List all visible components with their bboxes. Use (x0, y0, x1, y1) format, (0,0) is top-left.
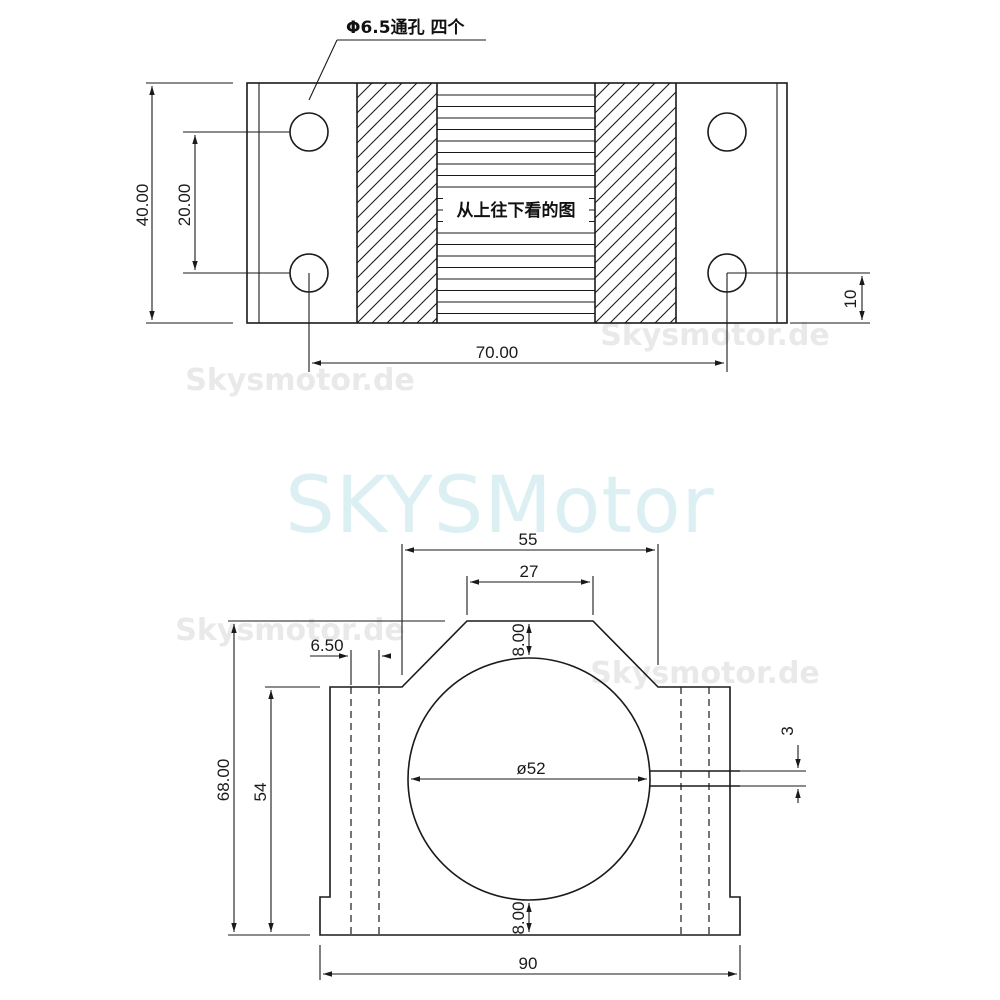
center-label: 从上往下看的图 (457, 200, 576, 221)
hatch-line (386, 272, 437, 323)
mount-hole-top-right (707, 112, 747, 152)
dim-10-label: 10 (841, 290, 860, 309)
hatch-line (595, 181, 676, 264)
hatch-line (595, 151, 676, 234)
dim-68-label: 68.00 (214, 759, 233, 802)
hatch-line (357, 92, 437, 174)
hatch-line (654, 301, 676, 323)
hatch-line (357, 83, 418, 144)
center-label-bg (443, 192, 589, 226)
hatch-line (357, 152, 437, 234)
hatch-line (595, 226, 676, 309)
watermark-layer: SKYSMotor Skysmotor.de Skysmotor.de Skys… (175, 318, 830, 691)
dim-8-bottom-label: 8.00 (509, 901, 528, 934)
hatch-line (609, 256, 676, 323)
hatch-line (595, 166, 676, 249)
hatch-line (595, 211, 676, 294)
dim-90-label: 90 (519, 954, 538, 973)
front-view-outline (319, 620, 741, 936)
mount-hole-top-left (289, 112, 329, 152)
hole-note-leader (308, 39, 338, 101)
hatch-line (595, 83, 656, 144)
hatch-line (595, 136, 676, 219)
site-watermark-4: Skysmotor.de (590, 656, 820, 691)
front-view: ø52 55 27 8.00 8.00 6.50 68.00 (214, 530, 806, 980)
hatch-line (357, 83, 373, 99)
dim-54-label: 54 (251, 783, 270, 802)
dim-8-top-label: 8.00 (509, 623, 528, 656)
hatch-line (357, 197, 437, 279)
hatch-right (595, 83, 925, 323)
hatch-line (357, 83, 433, 159)
site-watermark-3: Skysmotor.de (175, 613, 405, 648)
hatch-line (624, 271, 676, 323)
hatch-line (357, 83, 403, 129)
hole-note: Φ6.5通孔 四个 (346, 17, 465, 38)
hatch-line (371, 257, 437, 323)
brand-watermark: SKYSMotor (285, 461, 714, 551)
dim-20-label: 20.00 (175, 184, 194, 227)
dim-27-label: 27 (520, 562, 539, 581)
dim-70-label: 70.00 (476, 343, 519, 362)
hatch-line (357, 212, 437, 294)
top-view-outline (246, 82, 788, 324)
dim-55-label: 55 (519, 530, 538, 549)
site-watermark-2: Skysmotor.de (600, 318, 830, 353)
hatch-line (357, 227, 437, 309)
hatch-line (357, 182, 437, 264)
hatch-line (357, 167, 437, 249)
dim-40-label: 40.00 (133, 184, 152, 227)
hatch-line (669, 316, 676, 323)
bore-circle (407, 657, 651, 901)
site-watermark-1: Skysmotor.de (185, 363, 415, 398)
hatch-line (595, 196, 676, 279)
hatch-line (595, 83, 641, 129)
hatch-line (357, 137, 437, 219)
hatch-line (595, 83, 671, 159)
hatch-line (357, 107, 437, 189)
hatch-line (595, 91, 676, 174)
dim-6-5-label: 6.50 (310, 636, 343, 655)
top-view: 从上往下看的图 Φ6.5通孔 四个 40.00 20.00 70.00 10 (133, 17, 925, 372)
hatch-line (595, 106, 676, 189)
hatch-line (595, 121, 676, 204)
hatch-line (595, 241, 676, 323)
hatch-line (357, 242, 437, 323)
bore-diameter-label: ø52 (516, 759, 545, 778)
hatch-line (685, 83, 925, 323)
hatch-left (357, 83, 437, 323)
dim-3-label: 3 (778, 726, 797, 735)
